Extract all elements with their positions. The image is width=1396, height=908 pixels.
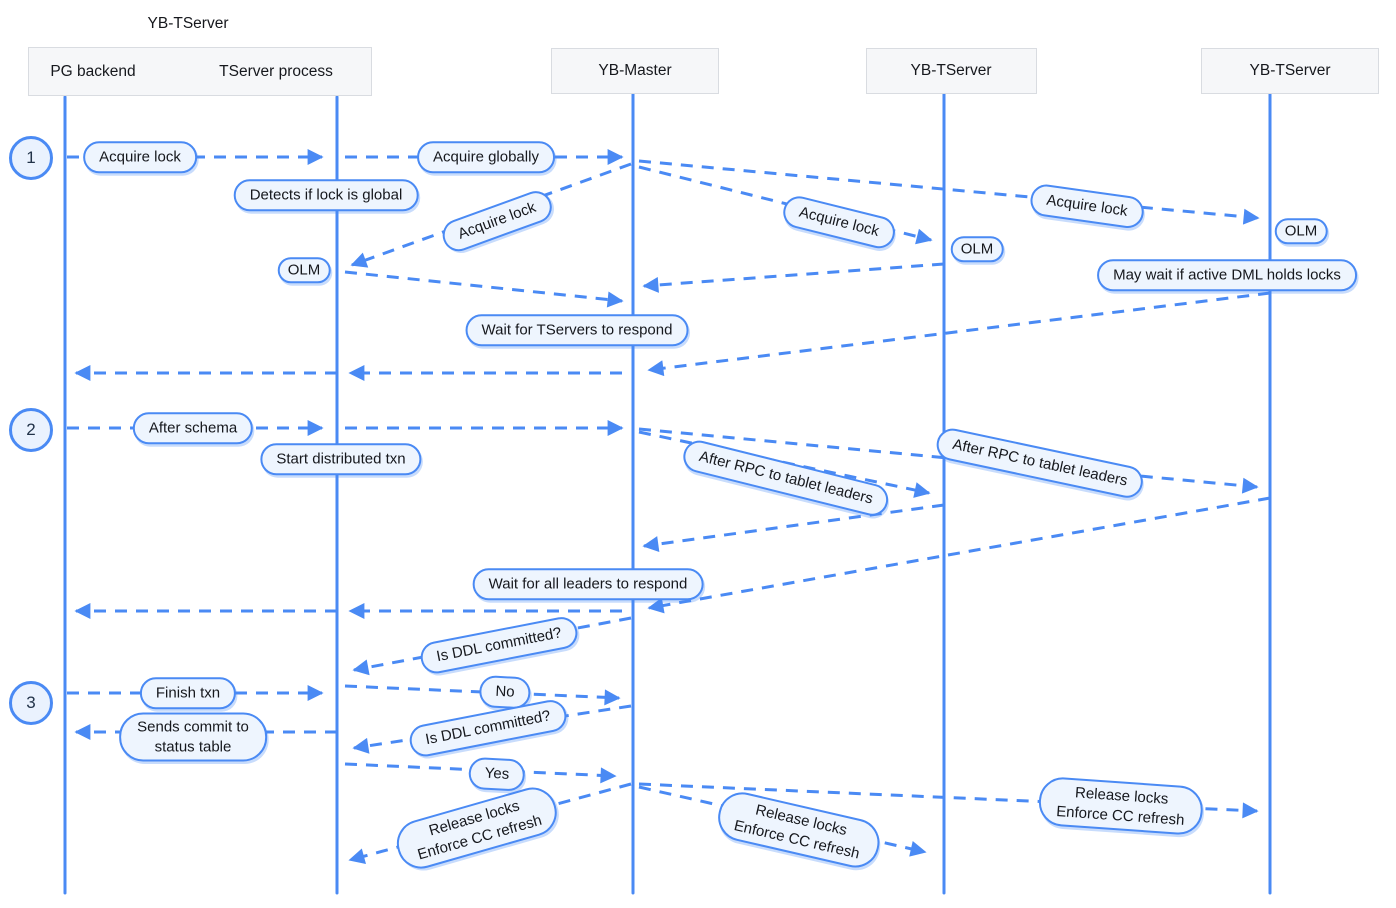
note-detects-if-lock-is-global: Detects if lock is global xyxy=(233,179,419,211)
participant-box-yb-tserver-2 xyxy=(866,48,1037,94)
participant-tserver-process: TServer process xyxy=(219,63,333,80)
note-may-wait-dml: May wait if active DML holds locks xyxy=(1097,259,1357,291)
note-olm-ts2: OLM xyxy=(950,236,1004,262)
arrow-is-ddl-committed-1 xyxy=(352,616,632,676)
participant-yb-tserver-3: YB-TServer xyxy=(1249,62,1331,79)
participant-group-box xyxy=(28,47,372,96)
label-yes: Yes xyxy=(467,756,527,792)
arrow-release-ts2 xyxy=(638,785,927,857)
step-badge-1: 1 xyxy=(9,136,53,180)
note-sends-commit: Sends commit to status table xyxy=(119,712,267,762)
arrow-is-ddl-committed-2 xyxy=(352,704,632,754)
arrow-ts2-leader-response xyxy=(642,503,945,552)
note-wait-for-leaders: Wait for all leaders to respond xyxy=(472,568,704,600)
note-wait-for-tservers: Wait for TServers to respond xyxy=(465,314,689,346)
step-badge-2: 2 xyxy=(9,408,53,452)
participant-box-yb-master xyxy=(551,48,719,94)
label-acquire-globally: Acquire globally xyxy=(417,141,555,173)
label-finish-txn: Finish txn xyxy=(139,677,237,709)
note-olm-ts3: OLM xyxy=(1274,218,1328,244)
participant-box-yb-tserver-3 xyxy=(1201,48,1379,94)
arrow-ts3-leader-response xyxy=(647,496,1271,614)
label-after-schema: After schema xyxy=(132,412,254,444)
label-acquire-lock: Acquire lock xyxy=(83,141,197,173)
group-title: YB-TServer xyxy=(147,15,229,32)
note-start-distributed-txn: Start distributed txn xyxy=(260,443,422,475)
arrow-ts2-response xyxy=(642,262,945,293)
note-olm-local: OLM xyxy=(277,257,331,283)
note-sends-commit-line1: Sends commit to xyxy=(137,718,249,736)
arrow-local-response xyxy=(344,270,624,308)
arrow-ts3-response xyxy=(647,291,1271,377)
note-sends-commit-line2: status table xyxy=(154,738,232,755)
step-badge-3: 3 xyxy=(9,681,53,725)
participant-pg-backend: PG backend xyxy=(50,63,136,80)
participant-yb-tserver-2: YB-TServer xyxy=(910,62,992,79)
participant-yb-master: YB-Master xyxy=(598,62,672,79)
